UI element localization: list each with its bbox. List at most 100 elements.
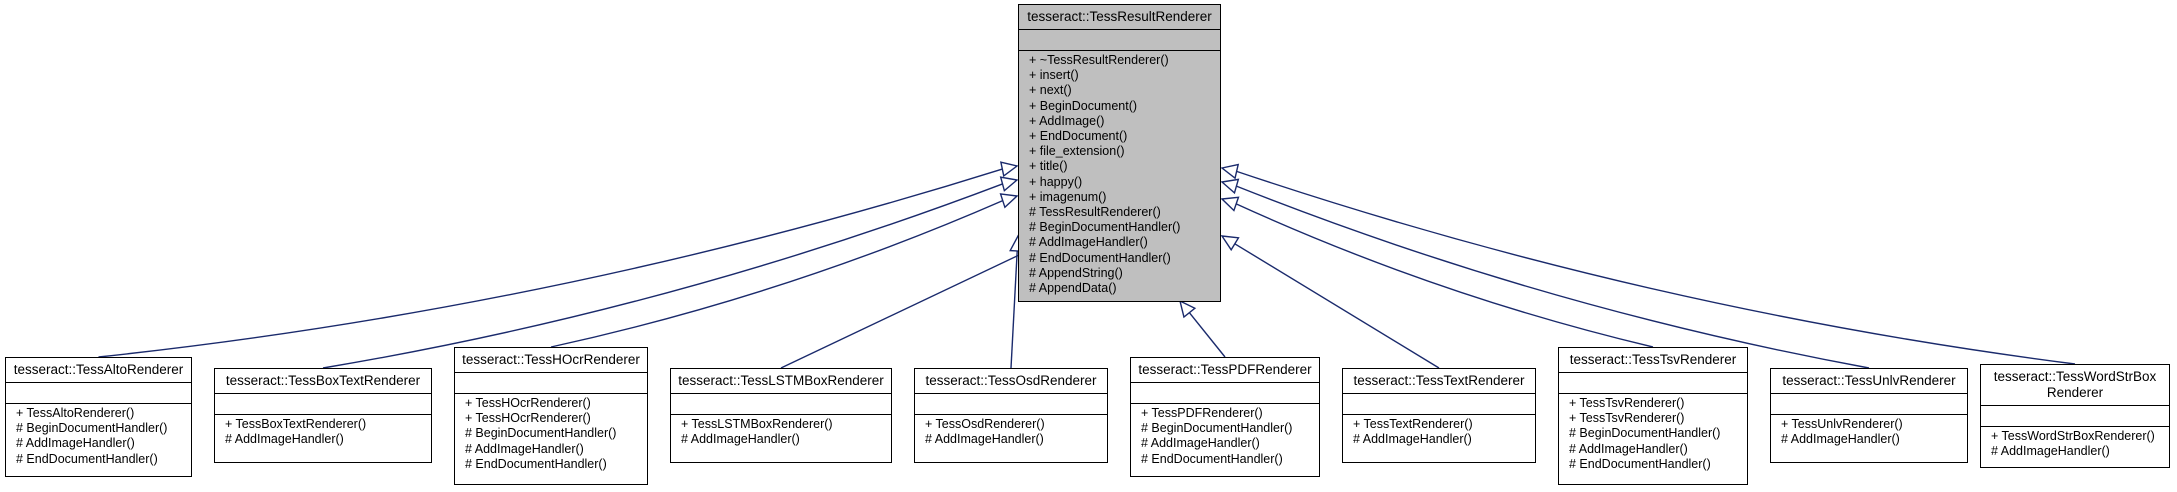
members-section: + TessPDFRenderer()# BeginDocumentHandle…: [1131, 404, 1319, 471]
member-function[interactable]: + EndDocument(): [1029, 129, 1128, 144]
member-function[interactable]: + TessHOcrRenderer(): [465, 411, 591, 426]
member-function[interactable]: + BeginDocument(): [1029, 98, 1138, 113]
member-function[interactable]: # EndDocumentHandler(): [16, 451, 158, 466]
inheritance-arrowhead: [1220, 163, 1240, 180]
member-function[interactable]: + TessHOcrRenderer(): [465, 396, 591, 410]
inheritance-arrowhead: [999, 161, 1019, 178]
class-title[interactable]: tesseract::TessBoxTextRenderer: [215, 369, 431, 394]
attributes-section: [671, 394, 891, 415]
derived-class-box[interactable]: tesseract::TessBoxTextRenderer+ TessBoxT…: [214, 368, 432, 463]
inheritance-edge: [1234, 243, 1440, 369]
class-title[interactable]: tesseract::TessLSTMBoxRenderer: [671, 369, 891, 394]
attributes-section: [1771, 394, 1967, 415]
class-title[interactable]: tesseract::TessPDFRenderer: [1131, 358, 1319, 383]
member-function[interactable]: + TessTsvRenderer(): [1569, 396, 1685, 410]
member-function[interactable]: + TessPDFRenderer(): [1141, 406, 1263, 420]
class-title[interactable]: tesseract::TessTsvRenderer: [1559, 348, 1747, 373]
inheritance-edge: [1236, 185, 1870, 369]
attributes-section: [1559, 373, 1747, 394]
class-title[interactable]: tesseract::TessTextRenderer: [1343, 369, 1535, 394]
member-function[interactable]: # BeginDocumentHandler(): [1141, 421, 1293, 436]
member-function[interactable]: # AppendData(): [1029, 281, 1117, 296]
class-title[interactable]: tesseract::TessOsdRenderer: [915, 369, 1107, 394]
member-function[interactable]: # AddImageHandler(): [225, 432, 344, 447]
attributes-section: [215, 394, 431, 415]
inheritance-arrowhead: [1178, 299, 1197, 319]
member-function[interactable]: # AddImageHandler(): [681, 432, 800, 447]
derived-class-box[interactable]: tesseract::TessHOcrRenderer+ TessHOcrRen…: [454, 347, 648, 485]
member-function[interactable]: # EndDocumentHandler(): [465, 456, 607, 471]
member-function[interactable]: # AddImageHandler(): [1029, 235, 1148, 250]
derived-class-box[interactable]: tesseract::TessUnlvRenderer+ TessUnlvRen…: [1770, 368, 1968, 463]
members-section: + TessWordStrBoxRenderer()# AddImageHand…: [1981, 427, 2169, 463]
member-function[interactable]: + TessBoxTextRenderer(): [225, 417, 367, 431]
derived-class-box[interactable]: tesseract::TessWordStrBox Renderer+ Tess…: [1980, 364, 2170, 468]
member-function[interactable]: # EndDocumentHandler(): [1029, 250, 1171, 265]
attributes-section: [1981, 406, 2169, 427]
member-function[interactable]: # AddImageHandler(): [1569, 441, 1688, 456]
inheritance-edge: [1010, 250, 1018, 369]
inheritance-edge: [322, 183, 1003, 369]
attributes-section: [915, 394, 1107, 415]
class-title[interactable]: tesseract::TessAltoRenderer: [6, 358, 191, 383]
class-title[interactable]: tesseract::TessUnlvRenderer: [1771, 369, 1967, 394]
class-title[interactable]: tesseract::TessResultRenderer: [1019, 5, 1220, 30]
inheritance-edge: [1188, 312, 1226, 358]
inheritance-arrowhead: [999, 193, 1019, 209]
class-title[interactable]: tesseract::TessWordStrBox Renderer: [1981, 365, 2169, 406]
member-function[interactable]: # AppendString(): [1029, 265, 1123, 280]
member-function[interactable]: # AddImageHandler(): [1353, 432, 1472, 447]
members-section: + TessOsdRenderer()# AddImageHandler(): [915, 415, 1107, 451]
member-function[interactable]: + title(): [1029, 159, 1068, 174]
member-function[interactable]: # AddImageHandler(): [465, 441, 584, 456]
member-function[interactable]: # AddImageHandler(): [16, 436, 135, 451]
attributes-section: [6, 383, 191, 404]
inheritance-edge: [98, 168, 1003, 358]
members-section: + TessUnlvRenderer()# AddImageHandler(): [1771, 415, 1967, 451]
members-section: + TessTextRenderer()# AddImageHandler(): [1343, 415, 1535, 451]
member-function[interactable]: + next(): [1029, 83, 1072, 98]
class-title[interactable]: tesseract::TessHOcrRenderer: [455, 348, 647, 373]
member-function[interactable]: + TessTsvRenderer(): [1569, 411, 1685, 426]
member-function[interactable]: # BeginDocumentHandler(): [1029, 220, 1181, 235]
member-function[interactable]: # BeginDocumentHandler(): [1569, 426, 1721, 441]
inheritance-arrowhead: [1220, 196, 1240, 212]
member-function[interactable]: + TessLSTMBoxRenderer(): [681, 417, 833, 431]
member-function[interactable]: # AddImageHandler(): [1141, 436, 1260, 451]
member-function[interactable]: + AddImage(): [1029, 113, 1105, 128]
members-section: + ~TessResultRenderer()+ insert()+ next(…: [1019, 51, 1220, 300]
member-function[interactable]: + TessUnlvRenderer(): [1781, 417, 1903, 431]
member-function[interactable]: + ~TessResultRenderer(): [1029, 53, 1169, 67]
base-class-box[interactable]: tesseract::TessResultRenderer+ ~TessResu…: [1018, 4, 1221, 302]
member-function[interactable]: # TessResultRenderer(): [1029, 205, 1161, 220]
member-function[interactable]: # BeginDocumentHandler(): [16, 421, 168, 436]
derived-class-box[interactable]: tesseract::TessPDFRenderer+ TessPDFRende…: [1130, 357, 1320, 477]
member-function[interactable]: # AddImageHandler(): [1781, 432, 1900, 447]
member-function[interactable]: # EndDocumentHandler(): [1141, 451, 1283, 466]
inheritance-arrowhead: [1220, 235, 1240, 252]
members-section: + TessTsvRenderer()+ TessTsvRenderer()# …: [1559, 394, 1747, 476]
member-function[interactable]: # BeginDocumentHandler(): [465, 426, 617, 441]
member-function[interactable]: # AddImageHandler(): [1991, 444, 2110, 459]
member-function[interactable]: + TessAltoRenderer(): [16, 406, 135, 420]
member-function[interactable]: + file_extension(): [1029, 144, 1125, 159]
derived-class-box[interactable]: tesseract::TessTsvRenderer+ TessTsvRende…: [1558, 347, 1748, 485]
member-function[interactable]: + TessWordStrBoxRenderer(): [1991, 429, 2155, 443]
derived-class-box[interactable]: tesseract::TessAltoRenderer+ TessAltoRen…: [5, 357, 192, 477]
member-function[interactable]: + imagenum(): [1029, 189, 1107, 204]
attributes-section: [1131, 383, 1319, 404]
inheritance-edge: [1235, 203, 1654, 348]
derived-class-box[interactable]: tesseract::TessTextRenderer+ TessTextRen…: [1342, 368, 1536, 463]
member-function[interactable]: # EndDocumentHandler(): [1569, 456, 1711, 471]
member-function[interactable]: + insert(): [1029, 68, 1079, 83]
member-function[interactable]: + TessOsdRenderer(): [925, 417, 1045, 431]
attributes-section: [455, 373, 647, 394]
attributes-section: [1019, 30, 1220, 51]
derived-class-box[interactable]: tesseract::TessLSTMBoxRenderer+ TessLSTM…: [670, 368, 892, 463]
member-function[interactable]: # AddImageHandler(): [925, 432, 1044, 447]
member-function[interactable]: + TessTextRenderer(): [1353, 417, 1473, 431]
derived-class-box[interactable]: tesseract::TessOsdRenderer+ TessOsdRende…: [914, 368, 1108, 463]
inheritance-arrowhead: [1220, 178, 1240, 195]
member-function[interactable]: + happy(): [1029, 174, 1083, 189]
